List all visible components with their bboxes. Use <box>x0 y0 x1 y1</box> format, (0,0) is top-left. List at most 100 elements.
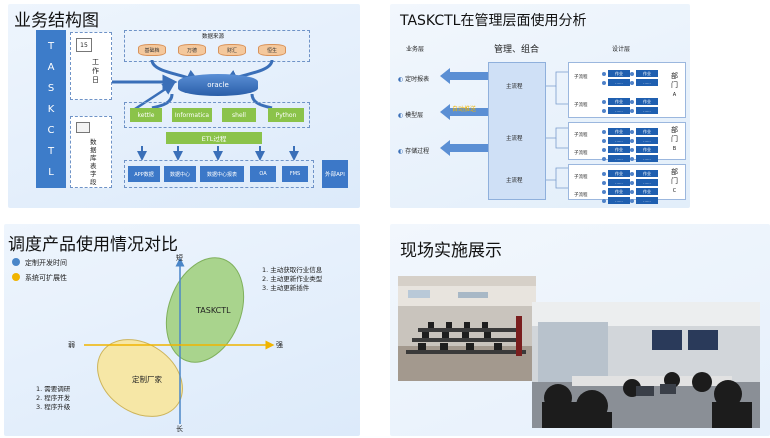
compare-chart <box>84 257 275 424</box>
job-dot <box>602 81 606 85</box>
job-ellipsis: ...... <box>608 197 630 204</box>
taskctl-ellipse <box>165 257 245 363</box>
business-item: ◐ 存储过程 <box>398 148 430 155</box>
job-dot <box>630 190 634 194</box>
workday-label: 工作日 <box>92 58 99 84</box>
job-dot <box>602 199 606 203</box>
job-ellipsis: ...... <box>636 107 658 114</box>
tool-item: kettle <box>130 108 162 122</box>
job-dot <box>602 172 606 176</box>
job-ellipsis: ...... <box>636 79 658 86</box>
job-ellipsis: ...... <box>608 79 630 86</box>
custom-ellipse <box>97 339 183 417</box>
job-dot <box>630 139 634 143</box>
output-item: 数据中心 <box>164 166 196 182</box>
legend-label: 系统可扩展性 <box>25 274 67 282</box>
output-item: FMS <box>282 166 308 182</box>
etl-process: ETL过程 <box>166 132 262 144</box>
sub-flow-label: 子流程 <box>574 151 588 156</box>
external-api: 外部API <box>322 160 348 188</box>
taskctl-points: 1. 主动获取行业信息 2. 主动更新作业类型 3. 主动更新插件 <box>262 266 322 293</box>
job-item: 作业 <box>636 146 658 153</box>
job-dot <box>602 181 606 185</box>
job-dot <box>602 72 606 76</box>
job-item: 作业 <box>608 170 630 177</box>
legend-dot <box>12 258 20 266</box>
job-dot <box>630 157 634 161</box>
job-item: 作业 <box>636 98 658 105</box>
job-dot <box>602 130 606 134</box>
job-dot <box>602 109 606 113</box>
scene-title: 现场实施展示 <box>400 241 502 261</box>
main-flow-item: 主流程 <box>506 136 523 142</box>
job-dot <box>630 130 634 134</box>
job-ellipsis: ...... <box>608 179 630 186</box>
source-item: 恒生 <box>258 44 286 56</box>
custom-point: 1. 需要调研 <box>36 385 71 393</box>
sub-flow-label: 子流程 <box>574 103 588 108</box>
job-ellipsis: ...... <box>608 155 630 162</box>
main-flow-item: 主流程 <box>506 178 523 184</box>
job-dot <box>630 181 634 185</box>
job-ellipsis: ...... <box>636 197 658 204</box>
oracle-database: oracle <box>178 74 258 96</box>
custom-label: 定制厂家 <box>132 375 162 384</box>
axis-left-label: 弱 <box>68 341 75 349</box>
taskctl-letter: A <box>47 61 55 73</box>
output-item: OA <box>250 166 276 182</box>
job-item: 作业 <box>636 188 658 195</box>
business-item: ◐ 模型层 <box>398 112 424 119</box>
output-item: 数据中心报表 <box>200 166 244 182</box>
job-dot <box>602 139 606 143</box>
job-dot <box>602 190 606 194</box>
output-item: APP数据 <box>128 166 160 182</box>
custom-point: 3. 程序升级 <box>36 403 71 411</box>
auto-push-label: 自动推送 <box>452 106 477 113</box>
sub-flow-label: 子流程 <box>574 175 588 180</box>
job-item: 作业 <box>636 128 658 135</box>
job-item: 作业 <box>608 188 630 195</box>
job-item: 作业 <box>636 70 658 77</box>
dict-label: 数据库表字段 <box>90 138 97 186</box>
mgmt-column <box>488 62 546 200</box>
dept-id: C <box>672 188 677 194</box>
business-layer-header: 业务层 <box>406 46 425 53</box>
job-item: 作业 <box>608 98 630 105</box>
axis-top-label: 短 <box>176 254 183 262</box>
dept-id: A <box>672 92 677 98</box>
taskctl-letter: T <box>47 145 55 157</box>
job-dot <box>602 157 606 161</box>
management-title: TASKCTL在管理层面使用分析 <box>400 13 587 29</box>
job-ellipsis: ...... <box>608 137 630 144</box>
design-layer-header: 设计层 <box>612 46 631 53</box>
data-source-box <box>124 30 310 62</box>
job-item: 作业 <box>608 146 630 153</box>
tool-item: Python <box>268 108 304 122</box>
taskctl-point: 2. 主动更新作业类型 <box>262 275 323 283</box>
job-dot <box>630 100 634 104</box>
sub-flow-label: 子流程 <box>574 133 588 138</box>
job-dot <box>630 81 634 85</box>
dept-word: 部门 <box>671 72 678 89</box>
taskctl-letter: S <box>47 82 55 94</box>
job-item: 作业 <box>608 128 630 135</box>
sub-flow-label: 子流程 <box>574 75 588 80</box>
office-photo-2 <box>532 302 760 428</box>
architecture-title: 业务结构图 <box>14 11 99 31</box>
job-item: 作业 <box>636 170 658 177</box>
job-dot <box>630 172 634 176</box>
compare-title: 调度产品使用情况对比 <box>8 235 178 255</box>
job-dot <box>630 148 634 152</box>
custom-points: 1. 需要调研 2. 程序开发 3. 程序升级 <box>36 385 70 412</box>
tool-item: Informatica <box>172 108 212 122</box>
data-source-label: 数据来源 <box>202 34 225 40</box>
taskctl-point: 3. 主动更新插件 <box>262 284 310 292</box>
taskctl-letter: T <box>47 40 55 52</box>
job-dot <box>602 100 606 104</box>
job-ellipsis: ...... <box>636 155 658 162</box>
taskctl-letter: L <box>48 166 54 178</box>
job-ellipsis: ...... <box>636 137 658 144</box>
office-photo-1 <box>398 276 536 381</box>
legend-dot <box>12 273 20 281</box>
